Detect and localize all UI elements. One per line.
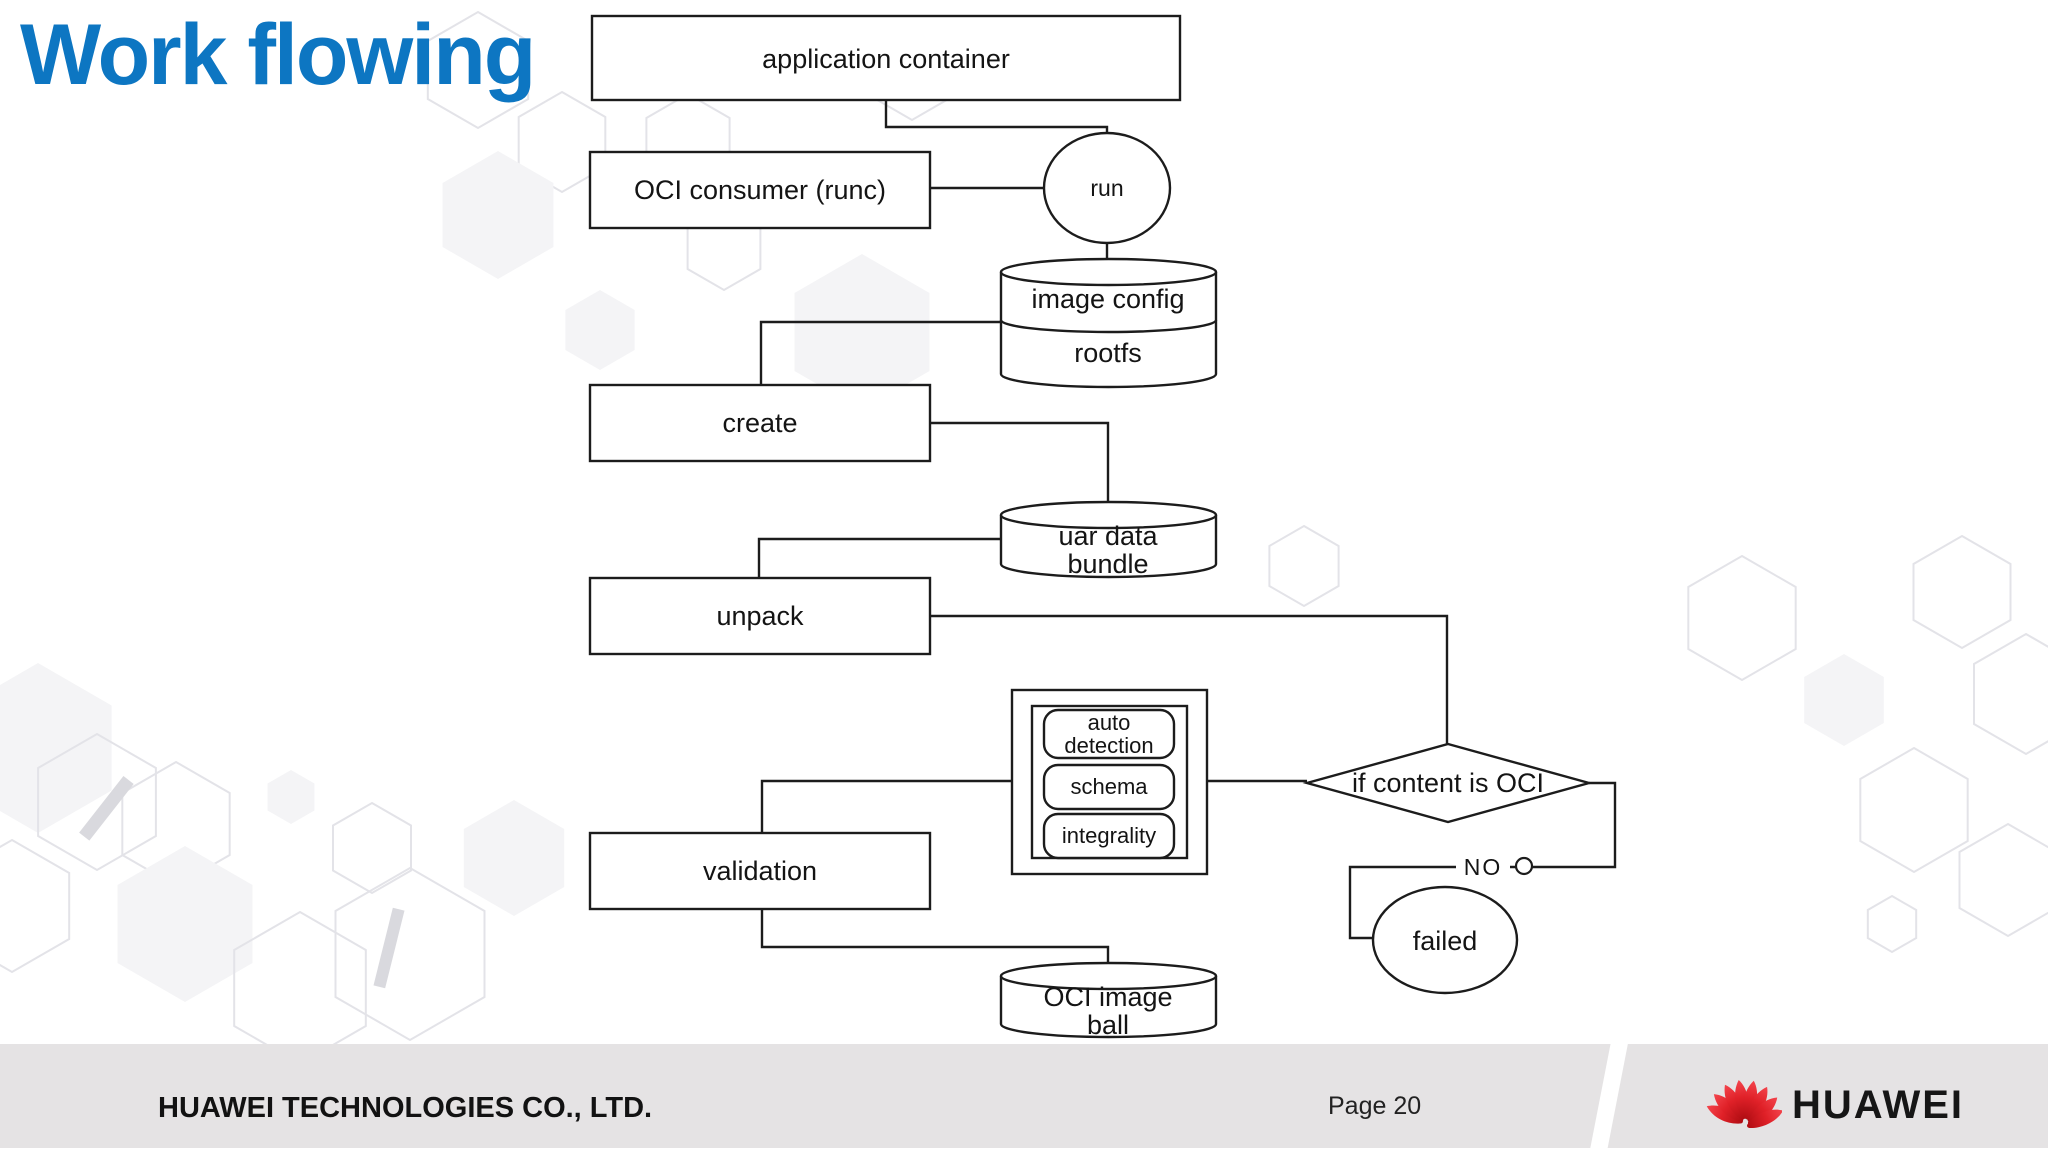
run-circle [1042,131,1172,245]
connector-imageconfig-to-create [759,320,1001,385]
rootfs-label: rootfs [1074,338,1142,368]
validation-box [588,831,932,911]
validation-label: validation [703,856,817,886]
unpack-label: unpack [716,601,804,631]
auto-detection-label-line2: detection [1064,733,1153,758]
decision-label: if content is OCI [1352,768,1544,798]
hexagon-cluster-right [1268,524,2048,954]
page-title: Work flowing [20,7,536,103]
application-container-label: application container [762,44,1010,74]
uar-data-bundle-label-line2: bundle [1067,549,1148,579]
oci-consumer-label: OCI consumer (runc) [634,175,886,205]
integrality-pill [1042,812,1176,860]
connector-create-to-bundle [930,421,1110,503]
footer-band [0,1044,2048,1148]
huawei-logo-wordmark: HUAWEI [1792,1082,1964,1127]
failed-ellipse [1371,885,1519,995]
connector-app-to-run [884,100,1109,133]
cylinder-body [999,976,1218,1039]
cylinder-top [999,961,1218,991]
no-label: NO [1464,854,1503,880]
create-label: create [722,408,797,438]
connectors [757,100,1617,963]
schema-label: schema [1070,774,1148,799]
connector-validation-to-checks [760,779,1012,833]
connector-validation-to-imageball [760,909,1110,963]
cylinder-top [999,257,1218,287]
validation-checks-group: auto detection schema integrality [1010,688,1209,876]
auto-detection-label-line1: auto [1088,710,1131,735]
create-box [588,383,932,463]
huawei-logo: HUAWEI [1706,1062,1966,1134]
connector-bundle-to-unpack [757,537,1001,578]
oci-image-ball-label-line2: ball [1087,1010,1129,1040]
decision-diamond [1302,742,1594,824]
no-label-backing [1456,853,1510,879]
hexagon-cluster-top [426,10,948,410]
application-container-box [590,14,1182,102]
schema-pill [1042,763,1176,811]
oci-consumer-box [588,150,932,230]
connector-unpack-to-decision [930,614,1449,744]
cylinder-body [999,272,1218,389]
oci-image-ball-label-line1: OCI image [1043,982,1172,1012]
no-junction-circle [1514,856,1534,876]
footer-company-text: HUAWEI TECHNOLOGIES CO., LTD. [158,1092,653,1124]
image-config-cylinder: image config rootfs [999,257,1218,389]
hexagon-cluster-bottom-left [0,663,565,1066]
cylinder-divider [999,319,1218,334]
oci-image-ball-cylinder: OCI image ball [999,961,1218,1040]
footer-page-number: Page 20 [1328,1092,1422,1120]
unpack-box [588,576,932,656]
uar-data-bundle-label-line1: uar data [1058,521,1158,551]
run-label: run [1090,175,1123,201]
cylinder-top [999,500,1218,530]
huawei-flower-icon [1706,1078,1782,1132]
auto-detection-pill [1042,708,1176,760]
uar-data-bundle-cylinder: uar data bundle [999,500,1218,579]
integrality-label: integrality [1062,823,1156,848]
failed-label: failed [1413,926,1478,956]
image-config-label: image config [1031,284,1184,314]
cylinder-body [999,515,1218,579]
